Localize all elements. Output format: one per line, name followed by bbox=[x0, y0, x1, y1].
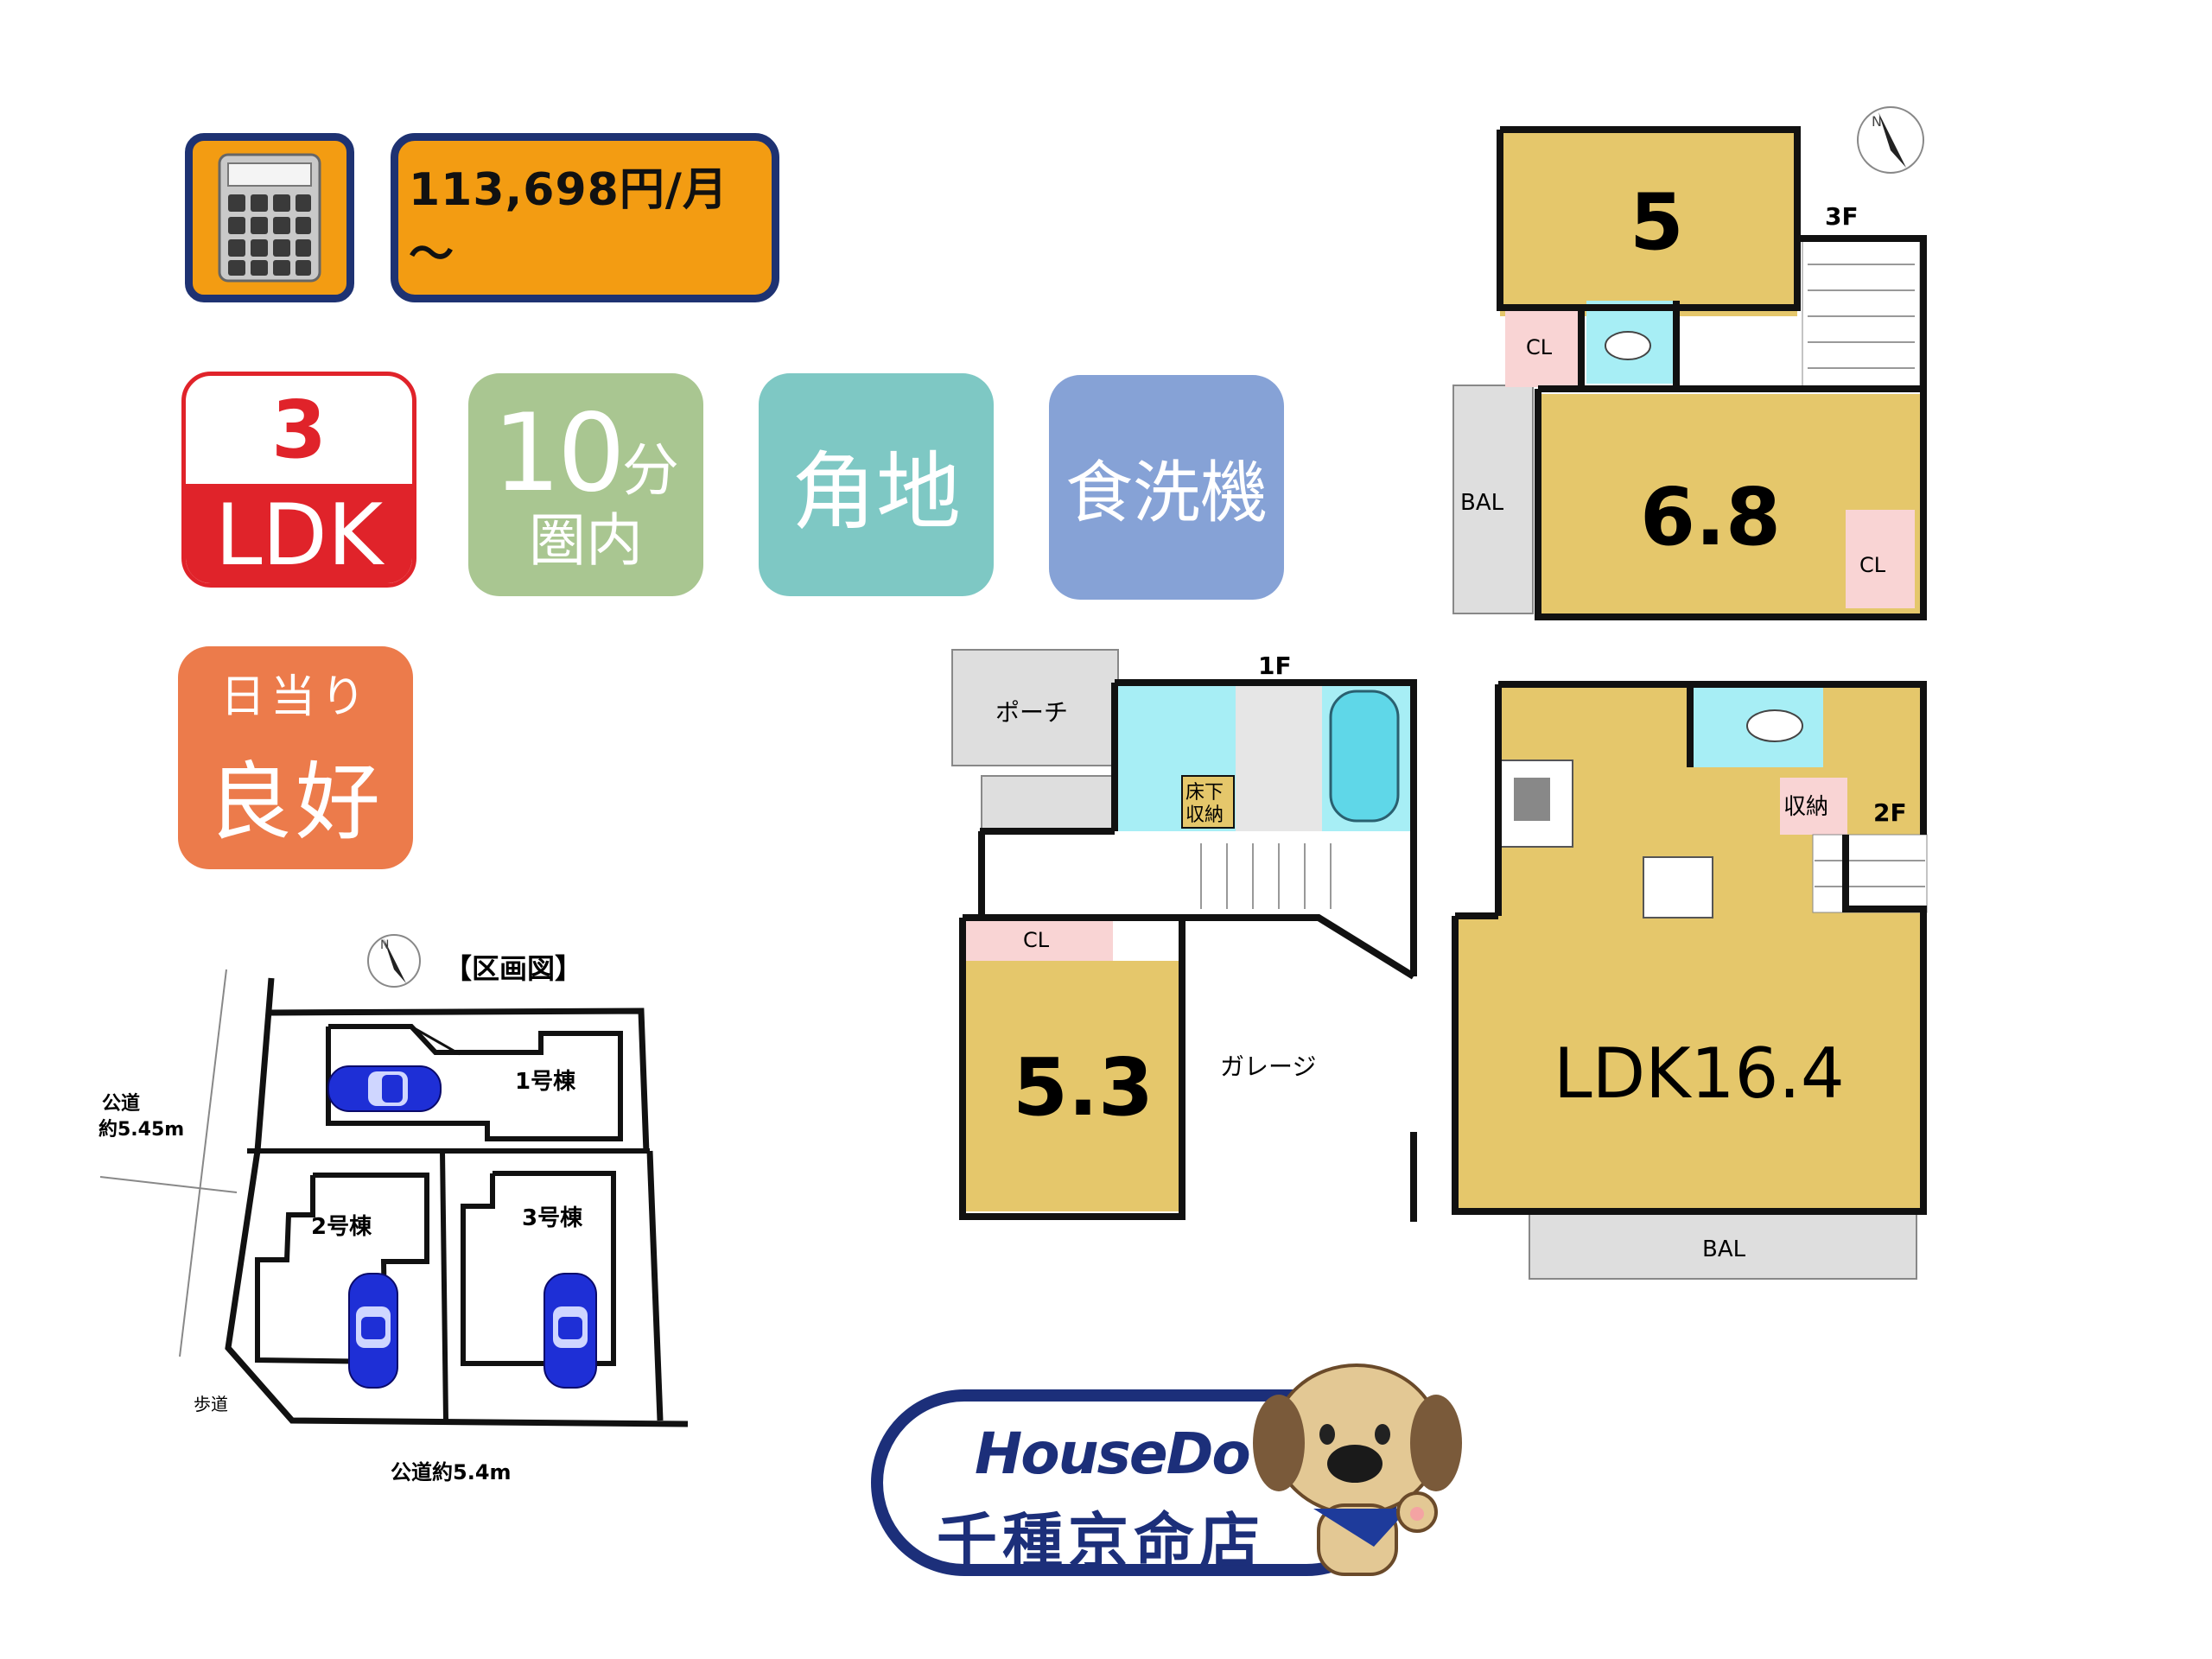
calculator-icon bbox=[218, 153, 321, 283]
corner-lot-badge: 角地 bbox=[759, 373, 994, 596]
walk-sub: 圏内 bbox=[529, 507, 643, 574]
road-west-label-2: 約5.45m bbox=[99, 1118, 184, 1141]
sunlight-sub: 日当り bbox=[219, 671, 371, 723]
calculator-box bbox=[185, 133, 354, 302]
car-icon bbox=[348, 1273, 398, 1389]
ldk-size: LDK16.4 bbox=[1554, 1033, 1845, 1114]
balcony-2f: BAL bbox=[1702, 1236, 1746, 1262]
closet-1f: CL bbox=[1023, 928, 1050, 952]
road-south-label: 公道約5.4m bbox=[391, 1460, 512, 1484]
dishwasher-badge: 食洗機 bbox=[1049, 375, 1284, 600]
brand-name: HouseDo bbox=[975, 1421, 1251, 1487]
floor-plan-3f: N BAL 5 CL 3F 6.8 CL bbox=[1452, 106, 1927, 620]
lot-3-label: 3号棟 bbox=[522, 1205, 583, 1231]
balcony-3f: BAL bbox=[1460, 490, 1504, 516]
floor-plan-1f: ポーチ 1F 床下 収納 CL 5.3 ガレージ bbox=[951, 649, 1417, 1222]
room-5-size: 5 bbox=[1630, 177, 1684, 268]
svg-text:N: N bbox=[380, 938, 389, 952]
store-name: 千種京命店 bbox=[937, 1506, 1265, 1577]
layout-number: 3 bbox=[270, 384, 327, 476]
lot-1-label: 1号棟 bbox=[515, 1069, 576, 1095]
porch-label: ポーチ bbox=[995, 698, 1068, 727]
layout-label: LDK bbox=[186, 484, 412, 583]
walk-unit: 分 bbox=[621, 437, 679, 504]
compass-icon: N bbox=[367, 934, 421, 988]
floor-plan-2f: 収納 2F LDK16.4 BAL bbox=[1452, 681, 1928, 1280]
sidewalk-label: 歩道 bbox=[194, 1394, 228, 1414]
closet-3f-a: CL bbox=[1526, 335, 1553, 359]
road-west-label-1: 公道 bbox=[102, 1092, 140, 1115]
room-6-8-size: 6.8 bbox=[1640, 471, 1781, 563]
storage-label: 収納 bbox=[1783, 794, 1828, 820]
garage-label: ガレージ bbox=[1220, 1052, 1316, 1081]
floor-label-1f: 1F bbox=[1258, 652, 1292, 680]
lot-2-label: 2号棟 bbox=[311, 1214, 372, 1240]
site-plan: N 【区画図】 公道 約5.45m 歩道 公道約5.4m 1号棟 2号棟 3号棟 bbox=[99, 934, 689, 1484]
site-plan-title: 【区画図】 bbox=[444, 952, 582, 985]
room-5-3-size: 5.3 bbox=[1013, 1041, 1154, 1134]
dog-mascot bbox=[1253, 1363, 1462, 1576]
svg-text:N: N bbox=[1872, 113, 1882, 130]
monthly-price: 113,698円/月～ bbox=[409, 164, 728, 281]
layout-badge: 3 LDK bbox=[181, 372, 416, 588]
compass-icon: N bbox=[1857, 106, 1924, 174]
car-icon bbox=[327, 1065, 442, 1112]
walk-time-badge: 10 分 圏内 bbox=[468, 373, 703, 596]
sunlight-main: 良好 bbox=[207, 753, 384, 852]
dishwasher-label: 食洗機 bbox=[1065, 454, 1268, 532]
car-icon bbox=[543, 1273, 597, 1389]
underfloor-storage-1: 床下 bbox=[1185, 782, 1224, 804]
closet-3f-b: CL bbox=[1859, 553, 1886, 577]
monthly-price-box: 113,698円/月～ bbox=[391, 133, 779, 302]
walk-number: 10 bbox=[493, 391, 626, 516]
corner-lot-label: 角地 bbox=[791, 443, 961, 542]
underfloor-storage-2: 収納 bbox=[1185, 804, 1224, 826]
floor-label-3f: 3F bbox=[1825, 202, 1859, 231]
sunlight-badge: 日当り 良好 bbox=[178, 646, 413, 869]
floor-label-2f: 2F bbox=[1873, 798, 1907, 827]
